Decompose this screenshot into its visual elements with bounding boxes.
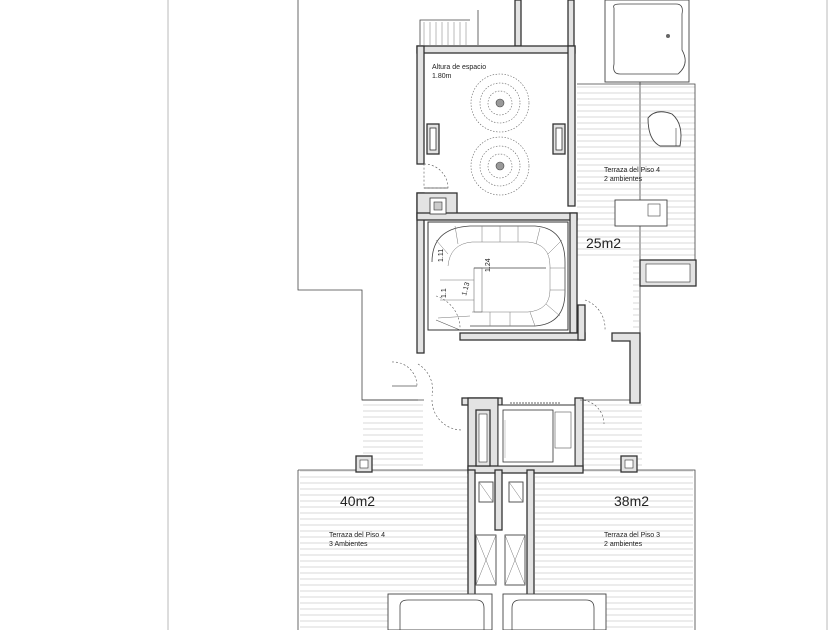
terrace-piso3-2amb-title: Terraza del Piso 3 — [604, 532, 660, 539]
area-38m2-label: 38m2 — [614, 493, 649, 509]
area-25m2-label: 25m2 — [586, 235, 621, 251]
area-40m2-label: 40m2 — [340, 493, 375, 509]
stair-dimension-2: 1.13 — [461, 281, 471, 296]
water-tanks — [470, 73, 530, 196]
terrace-piso4-3amb-title: Terraza del Piso 4 — [329, 532, 385, 539]
terrace-outlines — [297, 83, 696, 630]
stair-dimension-1: 1.11 — [438, 249, 445, 262]
terrace-decking — [300, 84, 695, 630]
terrace-piso4-2amb-title: Terraza del Piso 4 — [604, 167, 660, 174]
terrace-piso4-3amb-subtitle: 3 Ambientes — [329, 541, 368, 548]
terrace-piso3-2amb-subtitle: 2 ambientes — [604, 541, 643, 548]
ducts — [475, 481, 526, 586]
elevator-shaft — [497, 402, 576, 467]
jacuzzi-top — [604, 0, 690, 83]
stair-top-fragment — [419, 10, 479, 45]
terrace-piso4-2amb-subtitle: 2 ambientes — [604, 176, 643, 183]
terrace-furniture — [614, 111, 697, 287]
labels: Altura de espacio 1.80m 25m2 Terraza del… — [329, 64, 660, 548]
stair-dimension-3: 1.1 — [441, 288, 448, 298]
stair-well: 1.11 1.13 1.1 1.24 — [427, 221, 569, 331]
stair-dimension-4: 1.24 — [485, 258, 492, 272]
walls — [416, 0, 641, 630]
doors — [391, 163, 606, 431]
space-height-value: 1.80m — [432, 73, 452, 80]
jacuzzi-bottom-right — [502, 593, 607, 630]
space-height-label: Altura de espacio — [432, 64, 486, 71]
jacuzzi-bottom-left — [387, 593, 493, 630]
